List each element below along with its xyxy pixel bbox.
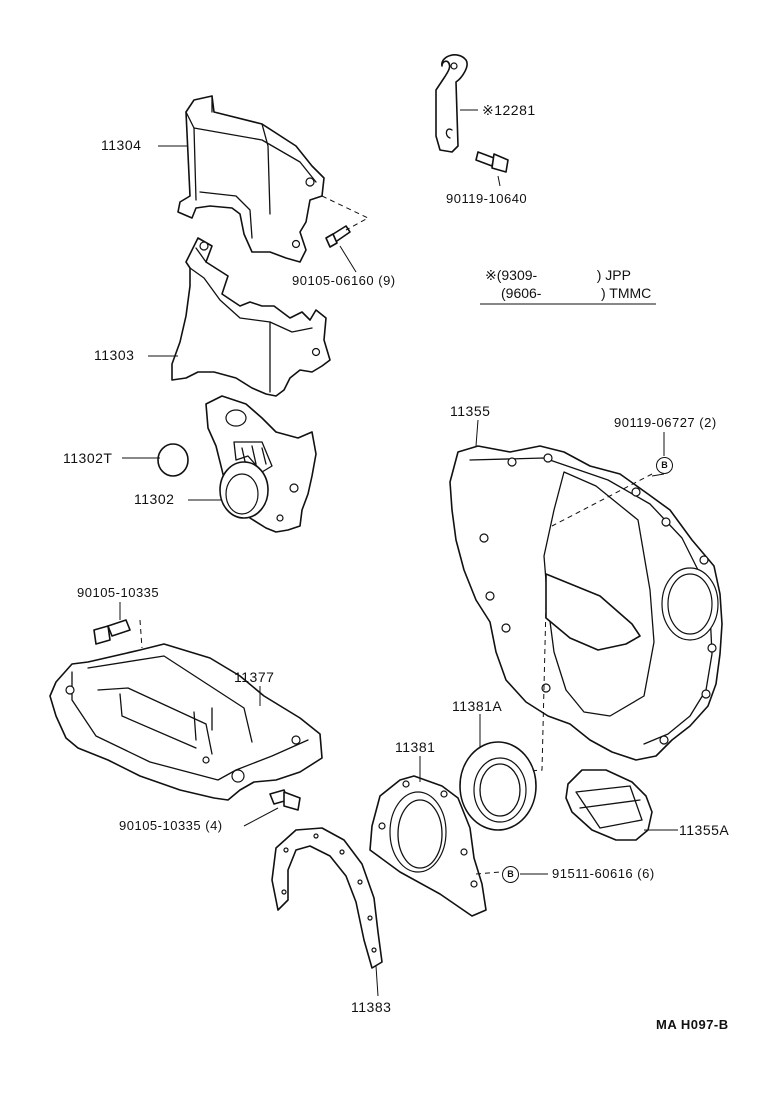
label-90119-10640: 90119-10640: [446, 191, 528, 206]
label-11377: 11377: [234, 669, 275, 685]
note-plant-jpp: ) JPP: [596, 267, 631, 283]
label-12281: ※12281: [482, 102, 536, 118]
lower-cover-11377: [49, 643, 323, 801]
diagram-code: MA H097-B: [656, 1017, 729, 1032]
label-91511-60616: 91511-60616 (6): [552, 866, 655, 881]
note-code-jpp: (9309-: [496, 267, 538, 283]
note-row-tmmc: (9606- ) TMMC: [485, 284, 651, 302]
label-90119-06727: 90119-06727 (2): [614, 415, 717, 430]
note-asterisk: ※: [485, 267, 497, 283]
label-12281-number: 12281: [494, 102, 536, 118]
label-11304: 11304: [101, 137, 142, 153]
note-code-tmmc: (9606-: [501, 285, 542, 301]
oil-seal-11381A: [459, 741, 537, 831]
label-11381: 11381: [395, 739, 436, 755]
seal-retainer-11381: [369, 775, 501, 917]
production-note: ※(9309- ) JPP (9606- ) TMMC: [485, 266, 651, 302]
bracket-12281: [435, 54, 468, 153]
timing-case-11302: [205, 395, 317, 533]
asterisk-mark: ※: [482, 102, 495, 118]
upper-timing-cover-11304: [177, 95, 325, 263]
label-11355A: 11355A: [679, 822, 730, 838]
gasket-11383: [271, 827, 383, 969]
label-11355: 11355: [450, 403, 491, 419]
plug-11302T: [157, 443, 189, 477]
label-11302T: 11302T: [63, 450, 113, 466]
bolt-90119-10640: [475, 151, 509, 173]
label-90105-06160: 90105-06160 (9): [292, 273, 396, 288]
label-11302: 11302: [134, 491, 175, 507]
b-mark-upper: B: [656, 457, 673, 474]
label-11381A: 11381A: [452, 698, 503, 714]
leader-lines: [119, 109, 678, 997]
label-11303: 11303: [94, 347, 135, 363]
cover-11355A: [565, 769, 653, 841]
bolt-90105-10335-upper: [93, 619, 143, 649]
note-row-jpp: ※(9309- ) JPP: [485, 266, 651, 284]
note-plant-tmmc: ) TMMC: [601, 285, 652, 301]
bolt-90105-10335-lower: [269, 789, 301, 811]
label-90105-10335-lower: 90105-10335 (4): [119, 818, 223, 833]
lower-timing-cover-11303: [171, 237, 331, 397]
label-11383: 11383: [351, 999, 392, 1015]
bolt-90105-06160: [321, 195, 370, 248]
b-mark-lower: B: [502, 866, 519, 883]
label-90105-10335-upper: 90105-10335: [77, 585, 160, 600]
end-plate-11355: [449, 445, 723, 777]
